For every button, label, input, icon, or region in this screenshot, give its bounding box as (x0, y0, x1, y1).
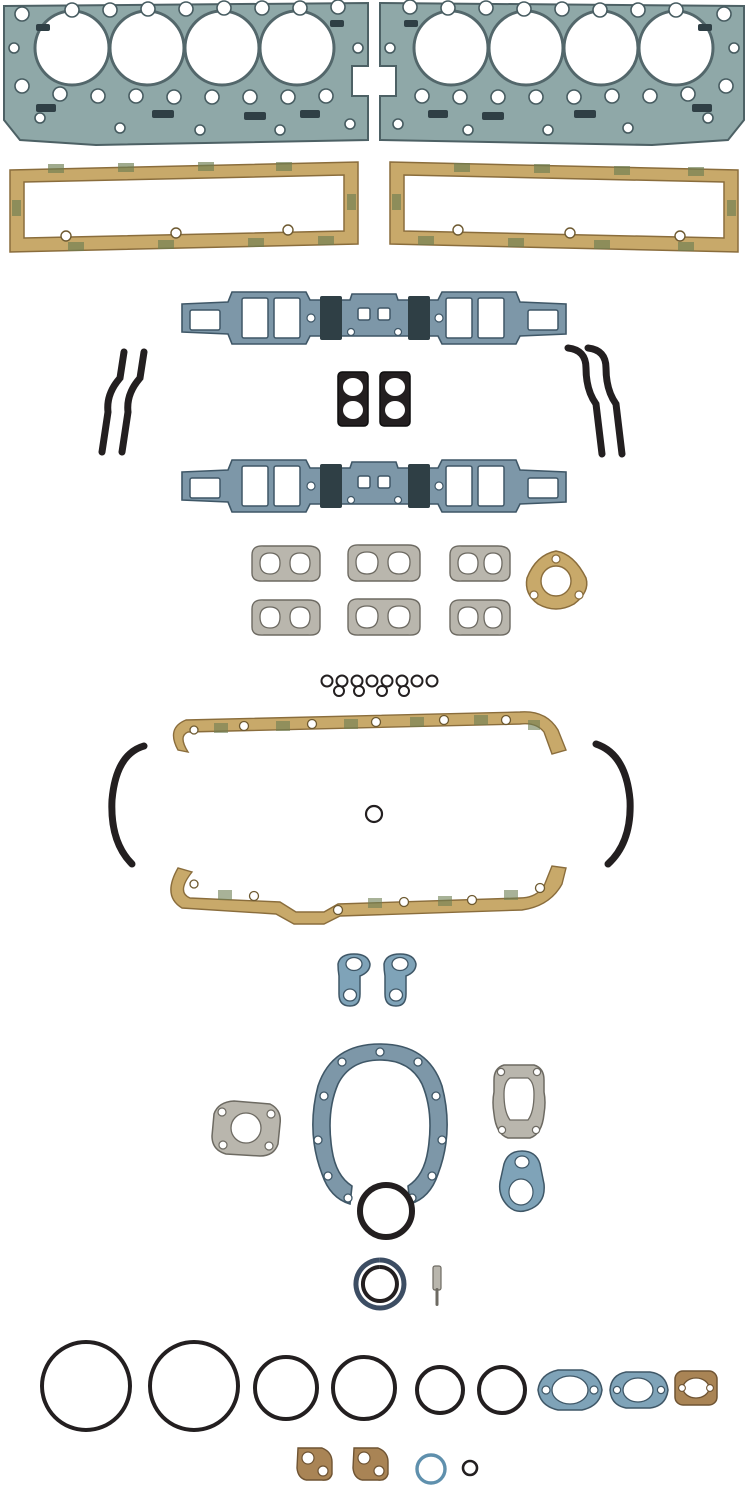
oil-pan-rail-upper (148, 706, 580, 772)
water-outlet-gasket-teal-2 (606, 1370, 672, 1410)
intake-manifold-gasket-bottom (180, 458, 568, 514)
bracket-gasket-right (348, 1444, 392, 1484)
oil-pan-end-seal-right (588, 738, 640, 870)
oil-pan-rail-lower (148, 862, 580, 928)
teal-oring (414, 1452, 448, 1486)
exhaust-gasket-2 (344, 541, 424, 585)
valve-cover-gasket-left (8, 160, 360, 255)
thermostat-gasket (522, 548, 592, 614)
fuel-pump-mount-gasket (488, 1062, 550, 1142)
tiny-oring (460, 1458, 480, 1478)
oring-medium-2 (330, 1354, 398, 1422)
head-gasket-left (0, 0, 372, 148)
valley-plate-right (378, 370, 412, 428)
water-pump-gasket (208, 1098, 286, 1160)
exhaust-gasket-1 (248, 543, 324, 585)
brown-plate-gasket (672, 1368, 720, 1408)
thermostat-outlet-gasket (494, 1148, 550, 1214)
oring-large-1 (38, 1338, 134, 1434)
exhaust-gasket-6 (446, 597, 514, 639)
exhaust-gasket-5 (344, 595, 424, 639)
intake-end-seal-right-pair (556, 342, 636, 460)
oring-small-2 (476, 1364, 528, 1416)
small-oring-row (320, 670, 444, 692)
side-cover-gasket-left (334, 952, 374, 1008)
head-gasket-right (376, 0, 748, 148)
exhaust-gasket-4 (248, 597, 324, 639)
valley-plate-left (336, 370, 370, 428)
water-outlet-gasket-teal-1 (534, 1368, 606, 1412)
timing-cover-gasket (306, 1040, 454, 1210)
oil-pan-end-seal-left (104, 742, 152, 870)
bracket-gasket-left (292, 1444, 336, 1484)
small-oring-row-lower (332, 682, 436, 700)
oring-medium-1 (252, 1354, 320, 1422)
rear-main-seal (356, 1182, 416, 1240)
seal-alignment-pin (428, 1264, 446, 1308)
exhaust-gasket-3 (446, 543, 514, 585)
valve-cover-gasket-right (388, 160, 740, 255)
front-crank-seal (350, 1257, 410, 1311)
oring-large-2 (146, 1338, 242, 1434)
drain-plug-seal (363, 803, 385, 825)
intake-manifold-gasket-top (180, 290, 568, 346)
intake-end-seal-left-pair (96, 348, 176, 458)
side-cover-gasket-right (380, 952, 420, 1008)
oring-small-1 (414, 1364, 466, 1416)
